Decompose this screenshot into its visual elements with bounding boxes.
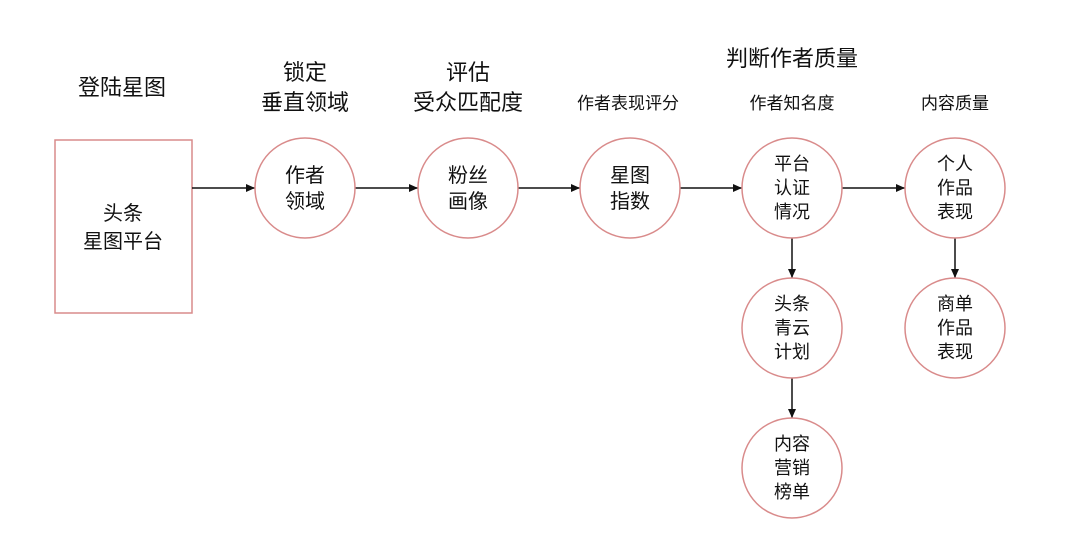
node-platform-cert-line1: 平台 <box>774 154 810 175</box>
node-commercial-works-line2: 作品 <box>937 318 973 339</box>
node-author-field-line1: 作者 <box>285 163 325 187</box>
node-qingyun-plan-line3: 计划 <box>774 342 810 363</box>
node-fan-profile-line2: 画像 <box>448 189 488 213</box>
node-commercial-works-line3: 表现 <box>937 342 973 363</box>
node-platform-cert-line3: 情况 <box>774 202 810 223</box>
header-lock-line1: 锁定 <box>283 61 327 86</box>
header-content-quality: 内容质量 <box>921 94 989 114</box>
node-platform-cert-line2: 认证 <box>774 178 810 199</box>
node-fan-profile-line1: 粉丝 <box>448 163 488 187</box>
node-platform-cert <box>741 137 843 239</box>
header-lock-line2: 垂直领域 <box>261 91 349 116</box>
node-xingtu-index <box>579 137 681 239</box>
node-qingyun-plan-line2: 青云 <box>774 318 810 339</box>
node-author-field <box>254 137 356 239</box>
node-personal-works <box>904 137 1006 239</box>
node-marketing-list <box>741 417 843 519</box>
node-personal-works-line2: 作品 <box>937 178 973 199</box>
node-fan-profile <box>417 137 519 239</box>
header-author-fame: 作者知名度 <box>750 94 835 114</box>
node-qingyun-plan-line1: 头条 <box>774 294 810 315</box>
header-eval-line1: 评估 <box>446 61 490 86</box>
node-xingtu-index-line1: 星图 <box>610 163 650 187</box>
node-marketing-list-line1: 内容 <box>774 434 810 455</box>
platform-label-line1: 头条 <box>103 201 143 225</box>
node-marketing-list-line2: 营销 <box>774 458 810 479</box>
header-login: 登陆星图 <box>78 76 166 101</box>
node-xingtu-index-line2: 指数 <box>610 189 650 213</box>
node-commercial-works-line1: 商单 <box>937 294 973 315</box>
node-marketing-list-line3: 榜单 <box>774 482 810 503</box>
node-commercial-works <box>904 277 1006 379</box>
node-personal-works-line3: 表现 <box>937 202 973 223</box>
header-judge-title: 判断作者质量 <box>726 47 858 72</box>
platform-box <box>54 139 193 314</box>
node-author-field-line2: 领域 <box>285 189 325 213</box>
node-qingyun-plan <box>741 277 843 379</box>
header-eval-line2: 受众匹配度 <box>413 91 523 116</box>
platform-label-line2: 星图平台 <box>83 229 163 253</box>
node-personal-works-line1: 个人 <box>937 154 973 175</box>
header-author-score: 作者表现评分 <box>577 94 679 114</box>
